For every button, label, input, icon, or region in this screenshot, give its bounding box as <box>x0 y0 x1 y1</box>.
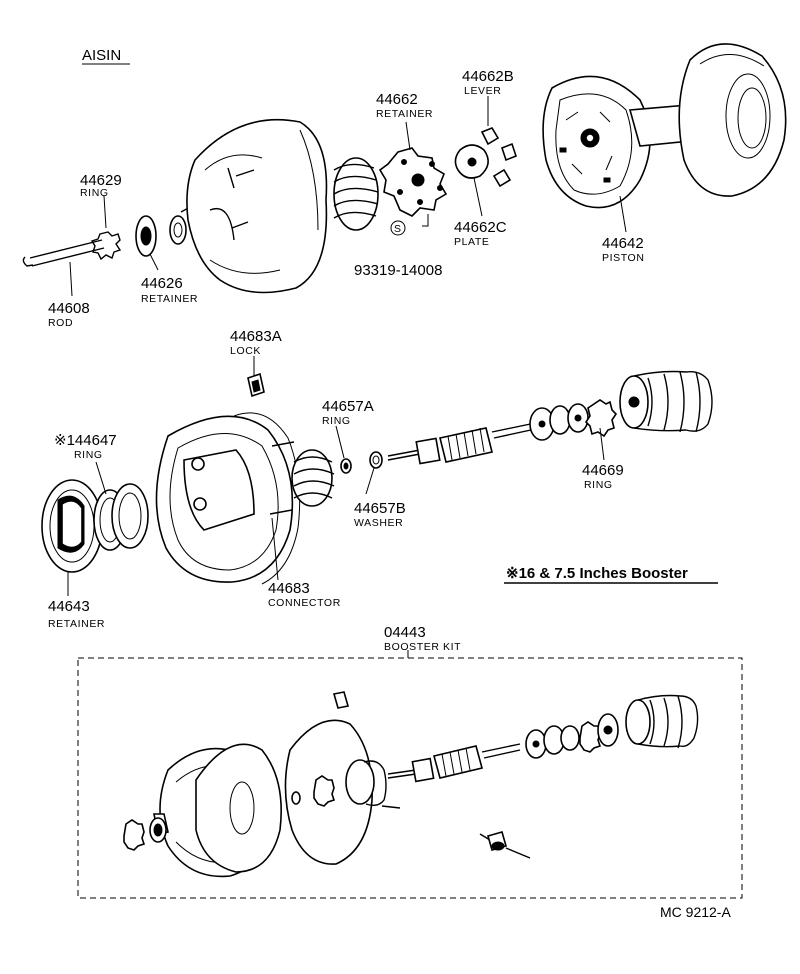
svg-text:RING: RING <box>80 187 109 199</box>
booster-size-note: ※16 & 7.5 Inches Booster <box>504 565 718 584</box>
svg-text:44608: 44608 <box>48 300 90 317</box>
svg-text:RING: RING <box>322 415 351 427</box>
retainer-44662-drawing <box>378 147 448 227</box>
part-label-44662B: 44662B LEVER <box>462 68 514 97</box>
brand-heading: AISIN <box>82 47 130 65</box>
kit-valve-rod-drawing <box>387 743 521 783</box>
svg-text:RETAINER: RETAINER <box>141 293 198 305</box>
svg-text:44657B: 44657B <box>354 500 406 517</box>
part-label-44669: 44669 RING <box>582 462 624 491</box>
part-label-44643: 44643 RETAINER <box>48 598 105 630</box>
booster-kit-bracket <box>77 650 743 899</box>
svg-text:MC 9212-A: MC 9212-A <box>660 904 731 920</box>
svg-text:RETAINER: RETAINER <box>48 618 105 630</box>
part-label-44647: ※144647 RING <box>54 432 117 461</box>
part-label-44657B: 44657B WASHER <box>354 500 406 529</box>
svg-text:S: S <box>394 223 402 235</box>
retainer-44643-drawing <box>41 479 103 573</box>
kit-shell-drawing <box>284 691 401 865</box>
kit-housing-drawing <box>153 743 282 878</box>
washer-44657b-drawing <box>369 451 383 469</box>
svg-text:RETAINER: RETAINER <box>376 108 433 120</box>
svg-text:44669: 44669 <box>582 462 624 479</box>
svg-text:RING: RING <box>584 479 613 491</box>
kit-discs-drawing <box>525 713 619 759</box>
bellows-drawing <box>619 370 713 433</box>
svg-text:LOCK: LOCK <box>230 345 261 357</box>
kit-valve-part-drawing <box>479 831 531 859</box>
kit-bellows-drawing <box>625 694 699 749</box>
svg-text:44657A: 44657A <box>322 398 374 415</box>
svg-text:44643: 44643 <box>48 598 90 615</box>
booster-housing-front-drawing <box>186 118 379 294</box>
part-label-44629: 44629 RING <box>80 172 122 199</box>
rod-drawing <box>22 231 122 267</box>
svg-text:LEVER: LEVER <box>464 85 501 97</box>
valve-rod-assembly-drawing <box>387 421 541 465</box>
piston-drawing <box>542 75 701 209</box>
front-shell-drawing <box>155 412 301 585</box>
kit-small-parts-drawing <box>123 817 167 851</box>
svg-text:ROD: ROD <box>48 317 73 329</box>
part-label-44683: 44683 CONNECTOR <box>268 580 341 609</box>
svg-text:PLATE: PLATE <box>454 236 489 248</box>
svg-text:BOOSTER KIT: BOOSTER KIT <box>384 641 461 653</box>
part-label-04443: 04443 BOOSTER KIT <box>384 624 461 653</box>
svg-text:※16 & 7.5 Inches Booster: ※16 & 7.5 Inches Booster <box>506 565 688 582</box>
svg-text:CONNECTOR: CONNECTOR <box>268 597 341 609</box>
lever-plate-drawing <box>454 127 517 188</box>
discs-ring-44669-drawing <box>529 399 618 441</box>
leader-lines-top <box>69 96 627 297</box>
lock-44683a-drawing <box>247 372 265 398</box>
leader-lines-middle <box>67 356 605 596</box>
svg-text:※144647: ※144647 <box>54 432 117 449</box>
retainer-44626-drawing <box>135 205 193 257</box>
rear-shell-drawing <box>678 43 787 197</box>
svg-text:93319-14008: 93319-14008 <box>354 262 442 279</box>
svg-text:44626: 44626 <box>141 275 183 292</box>
connector-44683-drawing <box>291 449 335 507</box>
svg-text:44683: 44683 <box>268 580 310 597</box>
part-label-44662: 44662 RETAINER <box>376 91 433 120</box>
svg-text:PISTON: PISTON <box>602 252 645 264</box>
svg-text:44662B: 44662B <box>462 68 514 85</box>
ring-44647-drawing <box>93 483 149 551</box>
svg-text:WASHER: WASHER <box>354 517 403 529</box>
part-label-93319-14008: 93319-14008 <box>354 262 442 279</box>
svg-text:RING: RING <box>74 449 103 461</box>
svg-text:44662C: 44662C <box>454 219 507 236</box>
part-label-44642: 44642 PISTON <box>602 235 645 264</box>
part-label-44626: 44626 RETAINER <box>141 275 198 305</box>
svg-text:AISIN: AISIN <box>82 47 121 64</box>
s-marker: S <box>390 220 406 236</box>
ring-44657a-drawing <box>340 458 352 474</box>
svg-text:44629: 44629 <box>80 172 122 189</box>
part-label-44662C: 44662C PLATE <box>454 219 507 248</box>
svg-text:44662: 44662 <box>376 91 418 108</box>
part-label-44608: 44608 ROD <box>48 300 90 329</box>
svg-text:04443: 04443 <box>384 624 426 641</box>
svg-text:44683A: 44683A <box>230 328 282 345</box>
part-label-44683A: 44683A LOCK <box>230 328 282 357</box>
svg-text:44642: 44642 <box>602 235 644 252</box>
part-label-44657A: 44657A RING <box>322 398 374 427</box>
diagram-code: MC 9212-A <box>660 904 731 920</box>
